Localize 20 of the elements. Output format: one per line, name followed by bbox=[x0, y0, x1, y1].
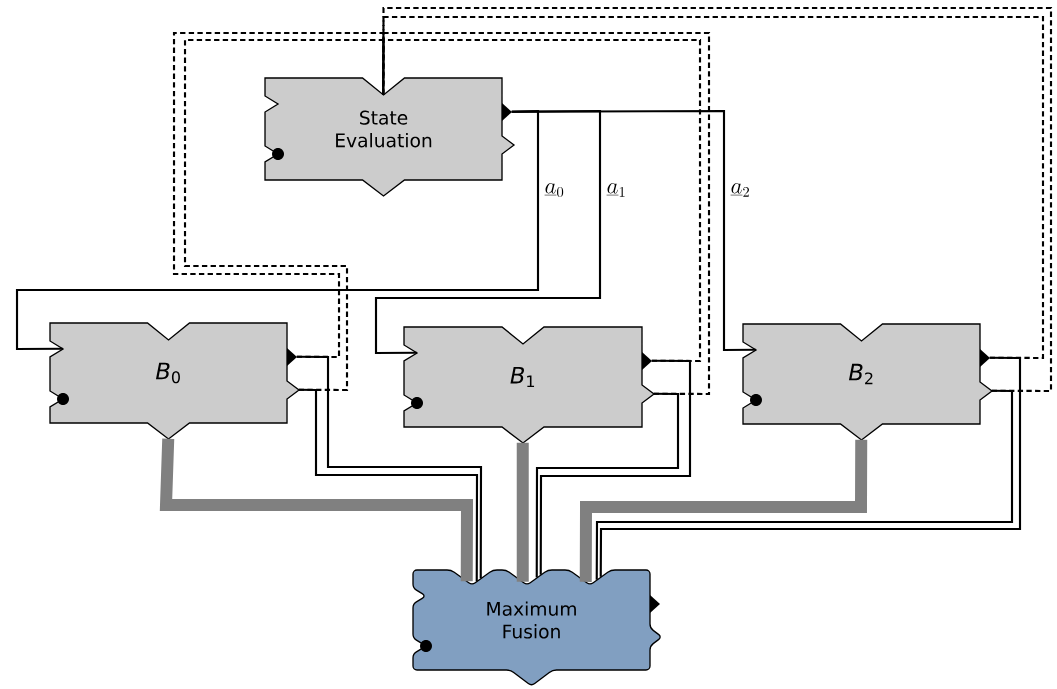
connector-line bbox=[374, 109, 602, 355]
connector-line bbox=[535, 392, 680, 578]
connector-line bbox=[511, 109, 756, 352]
process-box: State Evaluation bbox=[264, 77, 516, 197]
edge-label: $\underline{a}_0$ bbox=[543, 182, 566, 198]
connector-line bbox=[159, 438, 474, 582]
connector-line bbox=[595, 389, 1014, 580]
process-box: B$_{1}$ bbox=[403, 326, 656, 444]
process-box: B$_{0}$ bbox=[49, 322, 301, 440]
dashed-connector bbox=[183, 38, 385, 392]
edge-label: $\underline{a}_1$ bbox=[605, 182, 628, 198]
connector-line bbox=[599, 356, 1022, 577]
connector-line bbox=[516, 442, 529, 582]
edge-label: $\underline{a}_2$ bbox=[729, 182, 752, 198]
connector-line bbox=[579, 439, 868, 582]
process-box: B$_{2}$ bbox=[742, 323, 994, 441]
connector-line bbox=[539, 359, 692, 575]
process-box: Maximum Fusion bbox=[412, 569, 661, 686]
dashed-connector bbox=[172, 31, 385, 359]
connector-line bbox=[15, 109, 540, 351]
